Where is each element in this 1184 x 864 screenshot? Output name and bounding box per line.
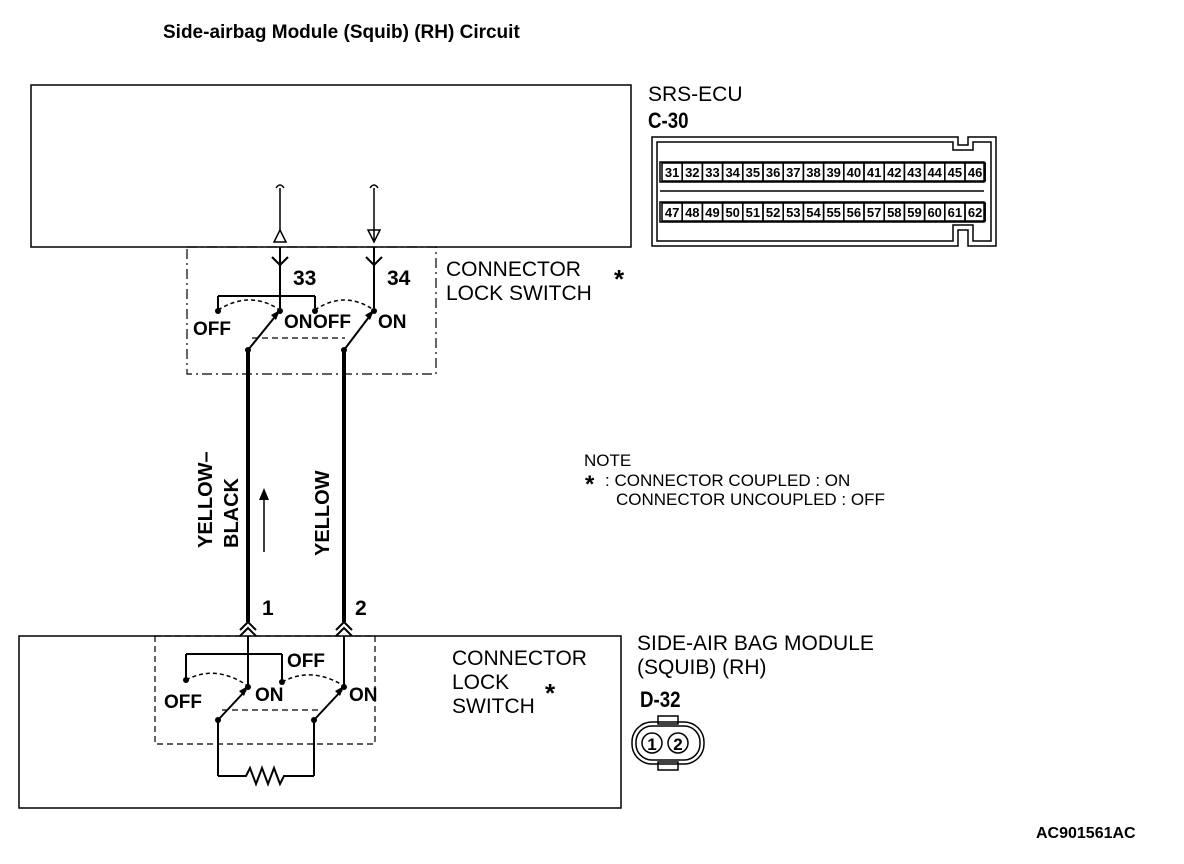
ecu-pin-number: 38 [806, 165, 820, 180]
ecu-pin-number: 49 [705, 205, 719, 220]
note-heading: NOTE [584, 451, 631, 470]
current-flow-arrow-icon [259, 488, 269, 552]
module-switch-label-line3: SWITCH [452, 695, 535, 718]
ecu-pin-number: 34 [725, 165, 740, 180]
squib-resistor-icon [217, 720, 315, 787]
module-connector-face [631, 715, 705, 771]
module-switch-asterisk: * [545, 678, 556, 708]
ecu-pin-number: 40 [847, 165, 861, 180]
module-switch-off-left: OFF [164, 692, 202, 713]
wire-pin-2-label: 2 [355, 597, 367, 620]
ecu-pin-number: 58 [887, 205, 901, 220]
ecu-pin-number: 46 [968, 165, 982, 180]
ecu-pin-number: 31 [665, 165, 679, 180]
figure-code: AC901561AC [1036, 825, 1136, 842]
module-switch-label-line2: LOCK [452, 671, 509, 694]
ecu-pin-number: 55 [826, 205, 840, 220]
ecu-name: SRS-ECU [648, 83, 743, 106]
ecu-switch-off-b: OFF [313, 312, 351, 333]
wire-pin-1-label: 1 [262, 597, 274, 620]
ecu-pin-number: 37 [786, 165, 800, 180]
wire-left-color-line1: YELLOW– [195, 451, 217, 548]
ecu-output-arrow-icon [272, 184, 288, 243]
module-switch-on-b: ON [349, 685, 378, 706]
ecu-connector-id: C-30 [648, 110, 689, 134]
note-line2: CONNECTOR UNCOUPLED : OFF [616, 490, 885, 509]
module-pin-1: 1 [647, 735, 656, 754]
ecu-pin-number: 39 [826, 165, 840, 180]
pin-34-receptacle-icon [365, 247, 383, 308]
ecu-pin-number: 43 [907, 165, 921, 180]
ecu-pin-number: 60 [927, 205, 941, 220]
ecu-pin-row-1: 31 32 33 34 35 36 37 38 39 40 41 42 43 44 45 46 [661, 162, 986, 182]
ecu-switch-asterisk: * [614, 264, 625, 294]
module-switch-off-top: OFF [287, 651, 325, 672]
ecu-pin-number: 53 [786, 205, 800, 220]
note-line1: : CONNECTOR COUPLED : ON [605, 471, 850, 490]
wire-left-color-line2: BLACK [221, 477, 243, 548]
srs-ecu-box [30, 84, 632, 248]
ecu-pin-number: 36 [766, 165, 780, 180]
ecu-pin-number: 47 [665, 205, 679, 220]
ecu-pin-number: 48 [685, 205, 699, 220]
ecu-pin-number: 33 [705, 165, 719, 180]
wire-right-color: YELLOW [312, 470, 334, 556]
ecu-switch-off-a: OFF [193, 319, 231, 340]
ecu-lock-switch-box [186, 246, 437, 375]
ecu-connector-face [651, 136, 997, 247]
ecu-pin-number: 56 [847, 205, 861, 220]
ecu-switch-label-line2: LOCK SWITCH [446, 282, 592, 305]
module-name-line2: (SQUIB) (RH) [637, 656, 767, 679]
ecu-pin-number: 44 [927, 165, 942, 180]
ecu-pin-number: 45 [948, 165, 962, 180]
module-switch-a [183, 653, 283, 723]
ecu-pin-cell [964, 202, 986, 222]
ecu-pin-number: 57 [867, 205, 881, 220]
module-lock-switch-box [154, 635, 376, 745]
ecu-pin-number: 61 [948, 205, 962, 220]
ecu-pin-number: 59 [907, 205, 921, 220]
module-connector-id: D-32 [640, 689, 681, 713]
module-switch-on-a: ON [255, 685, 284, 706]
pin-34-label: 34 [387, 267, 411, 290]
ecu-input-arrow-icon [366, 184, 382, 244]
ecu-switch-on-b: ON [378, 312, 407, 333]
module-pin-2: 2 [673, 735, 682, 754]
ecu-pin-number: 54 [806, 205, 821, 220]
pin-33-receptacle-icon [271, 247, 289, 308]
ecu-pin-number: 51 [746, 205, 760, 220]
ecu-pin-number: 50 [725, 205, 739, 220]
note-asterisk: * [585, 471, 595, 498]
diagram-title: Side-airbag Module (Squib) (RH) Circuit [163, 22, 520, 43]
ecu-pin-number: 62 [968, 205, 982, 220]
ecu-switch-a [215, 295, 316, 353]
pin-2-plug-icon [335, 620, 353, 637]
pin-1-plug-icon [239, 620, 257, 637]
pin-33-label: 33 [293, 267, 316, 290]
module-switch-label-line1: CONNECTOR [452, 647, 587, 670]
ecu-switch-label-line1: CONNECTOR [446, 258, 581, 281]
ecu-pin-number: 32 [685, 165, 699, 180]
ecu-pin-number: 42 [887, 165, 901, 180]
ecu-pin-cell [964, 162, 986, 182]
ecu-pin-number: 35 [746, 165, 760, 180]
module-switch-b [279, 674, 347, 723]
ecu-pin-number: 52 [766, 205, 780, 220]
ecu-switch-on-a: ON [284, 312, 313, 333]
ecu-pin-row-2: 47 48 49 50 51 52 53 54 55 56 57 58 59 60 61 62 [661, 202, 986, 222]
ecu-pin-number: 41 [867, 165, 881, 180]
module-name-line1: SIDE-AIR BAG MODULE [637, 632, 874, 655]
